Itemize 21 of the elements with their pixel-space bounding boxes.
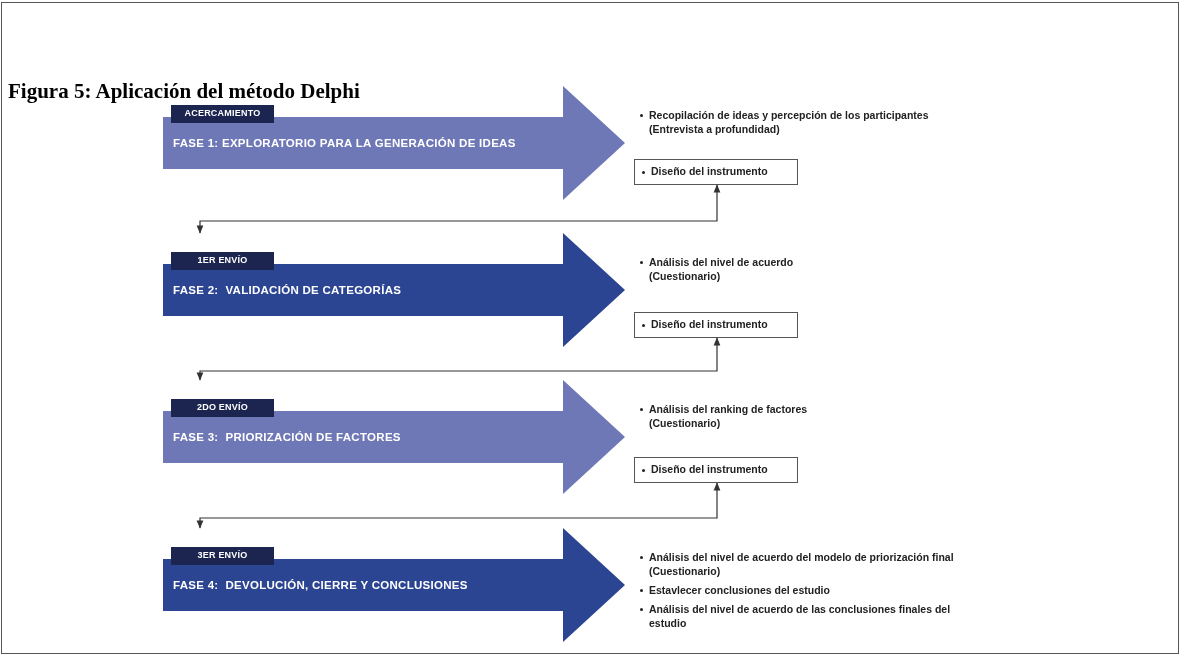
phase-title: FASE 3: PRIORIZACIÓN DE FACTORES bbox=[173, 430, 401, 445]
stage-tag: 3ER ENVÍO bbox=[171, 547, 274, 565]
phase-title: FASE 1: EXPLORATORIO PARA LA GENERACIÓN DE IDEAS bbox=[173, 136, 516, 151]
stage-tag: 2DO ENVÍO bbox=[171, 399, 274, 417]
connector-arrow bbox=[196, 337, 721, 381]
stage-tag: 1ER ENVÍO bbox=[171, 252, 274, 270]
bullet-text: Análisis del ranking de factores (Cuestionario) bbox=[649, 402, 809, 430]
design-box: Diseño del instrumento bbox=[634, 457, 798, 483]
phase-title: FASE 2: VALIDACIÓN DE CATEGORÍAS bbox=[173, 283, 402, 298]
design-box: Diseño del instrumento bbox=[634, 159, 798, 185]
bullet-text: Análisis del nivel de acuerdo (Cuestionario) bbox=[649, 255, 795, 283]
figure-title: Figura 5: Aplicación del método Delphi bbox=[8, 78, 360, 104]
bullet-text: Estavlecer conclusiones del estudio bbox=[649, 583, 831, 597]
bullet-text: Análisis del nivel de acuerdo de las conclusiones finales del estudio bbox=[649, 602, 952, 630]
bullet-text: Recopilación de ideas y percepción de los participantes (Entrevista a profundidad) bbox=[649, 108, 930, 136]
phase-title: FASE 4: DEVOLUCIÓN, CIERRE Y CONCLUSIONES bbox=[173, 578, 468, 593]
stage-tag: ACERCAMIENTO bbox=[171, 105, 274, 123]
connector-arrow bbox=[196, 482, 721, 529]
connector-arrow bbox=[196, 184, 721, 234]
design-box: Diseño del instrumento bbox=[634, 312, 798, 338]
bullet-text: Análisis del nivel de acuerdo del modelo de priorización final (Cuestionario) bbox=[649, 550, 955, 578]
